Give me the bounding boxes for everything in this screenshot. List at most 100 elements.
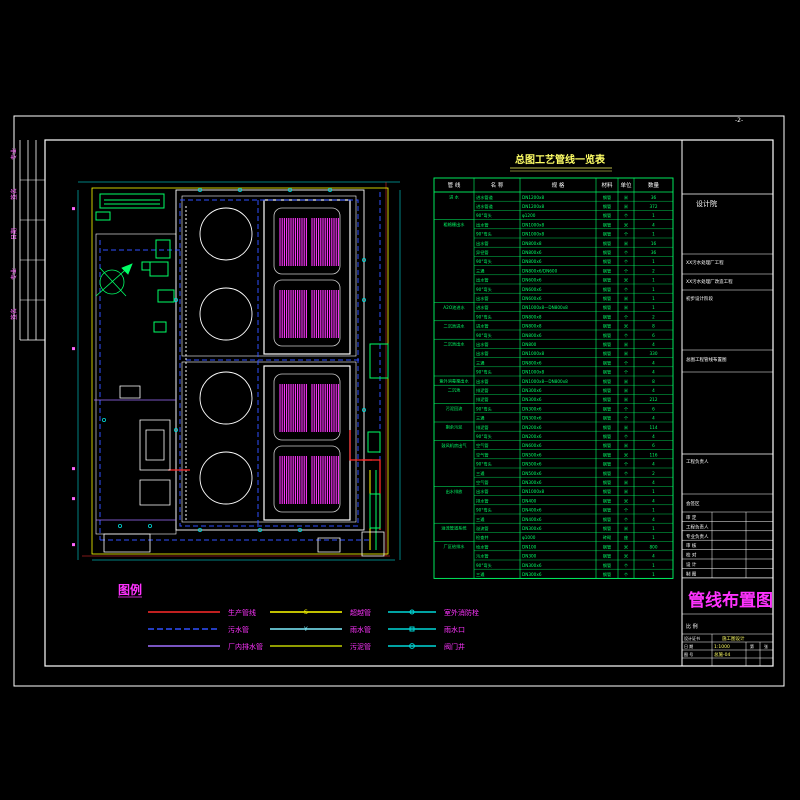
site-plan: ■ ■ ■ ■ ■ [72,181,401,561]
hydrant-marker [361,297,366,302]
table-cell: 个 [624,517,629,522]
hydrant-marker [173,427,178,432]
table-cell: 溢流管 [476,525,489,532]
table-cell: DN800x6 [522,360,542,365]
table-cell: 钢管 [603,396,611,403]
scale-label: 比 例 [686,623,698,630]
table-cell: 4 [652,554,655,559]
table-cell: 钢管 [603,562,611,569]
role-label: 设 计 [686,561,697,568]
table-cell: 钢管 [603,203,611,210]
table-cell: 个 [624,572,629,577]
table-header-cell: 单位 [620,181,632,189]
table-cell: 36 [651,195,657,200]
table-cell: 钢管 [603,479,611,486]
hydrant-marker [327,187,332,192]
table-cell: 钢管 [603,543,611,550]
legend-label: 生产管线 [228,608,256,617]
table-cell: 1 [652,305,655,310]
table-header-cell: 管 线 [448,181,461,189]
table-cell: 1 [652,572,655,577]
table-cell: 6 [652,406,655,411]
table-header-cell: 数量 [648,181,660,189]
table-cell: DN400 [522,498,537,503]
table-cell: 排水管 [476,497,489,504]
table-cell: 钢管 [603,313,611,320]
table-cell: 米 [624,479,629,486]
table-cell: 8 [652,379,655,384]
legend-label: 污水管 [228,625,249,634]
table-cell: 1 [652,213,655,218]
table-cell: 1 [652,563,655,568]
table-cell: 钢管 [603,194,611,201]
table-cell: 钢管 [603,433,611,440]
table-cell: 米 [624,323,629,330]
table-cell: 座 [624,534,628,541]
dim-text: ■ [72,206,75,212]
table-group-cell: A2O池进水 [443,304,465,311]
table-cell: 钢管 [603,240,611,247]
table-cell: 钢管 [603,359,611,366]
hydrant-marker [118,524,123,529]
table-cell: 1 [652,259,655,264]
table-header-cell: 材料 [601,181,613,189]
table-cell: 1 [652,489,655,494]
table-cell: 2 [652,314,655,319]
table-cell: 钢管 [603,470,611,477]
sheet-mark: -2- [735,117,743,124]
table-cell: 三通 [476,571,485,578]
auxiliary-buildings [103,385,385,557]
table-group-cell: 紫外消毒渠出水 [439,378,469,385]
table-cell: 米 [624,341,629,348]
table-header-cell: 名 称 [491,181,504,189]
table-cell: 空气管 [476,442,489,449]
table-cell: DN800x6/DN600 [522,268,558,273]
table-cell: 1 [652,508,655,513]
table-cell: DN1000x8—DN800x8 [522,379,568,384]
svg-text:Y: Y [303,626,308,633]
date-label: 日 期 [684,643,693,649]
table-cell: 个 [624,314,629,319]
table-cell: DN800x8 [522,324,542,329]
table-cell: 钢管 [603,405,611,412]
table-cell: 114 [650,425,658,430]
hydrant-marker [297,528,302,533]
table-cell: 90°弯头 [476,405,492,412]
legend-label: 污泥管 [350,642,371,651]
table-cell: DN800x6 [522,259,542,264]
table-cell: φ1000 [522,535,536,540]
table-cell: 米 [624,553,629,560]
table-cell: 钢管 [603,516,611,523]
table-cell: 三通 [476,516,485,523]
table-cell: 90°弯头 [476,562,492,569]
table-cell: 米 [624,525,629,532]
table-cell: 钢管 [603,553,611,560]
sheet-inner-border [44,139,774,667]
table-cell: DN1000x8 [522,222,544,227]
table-cell: 三通 [476,470,485,477]
legend-label: 雨水管 [350,625,371,634]
approval-box: 会签区 [686,500,700,507]
table-cell: DN800x8 [522,314,542,319]
part-name: 总图工程管线布置图 [686,356,727,363]
table-cell: 出水管 [476,341,489,348]
table-cell: 三通 [476,415,485,422]
table-cell: 16 [651,241,657,246]
table-cell: 钢管 [603,461,611,468]
table-title: 总图工艺管线一览表 [515,153,606,166]
table-cell: 330 [650,351,658,356]
table-cell: 8 [652,324,655,329]
hydrant-marker [173,297,178,302]
table-cell: 米 [624,277,629,284]
table-cell: 钢管 [603,258,611,265]
aeration-basins [263,199,351,521]
table-cell: 钢管 [603,267,611,274]
design-stage: 初步设计阶段 [686,295,713,302]
table-cell: 个 [624,250,629,255]
table-cell: 出水管 [476,350,489,357]
table-cell: 钢管 [603,212,611,219]
table-cell: 90°弯头 [476,258,492,265]
table-cell: 36 [651,250,657,255]
table-cell: 个 [624,268,629,273]
